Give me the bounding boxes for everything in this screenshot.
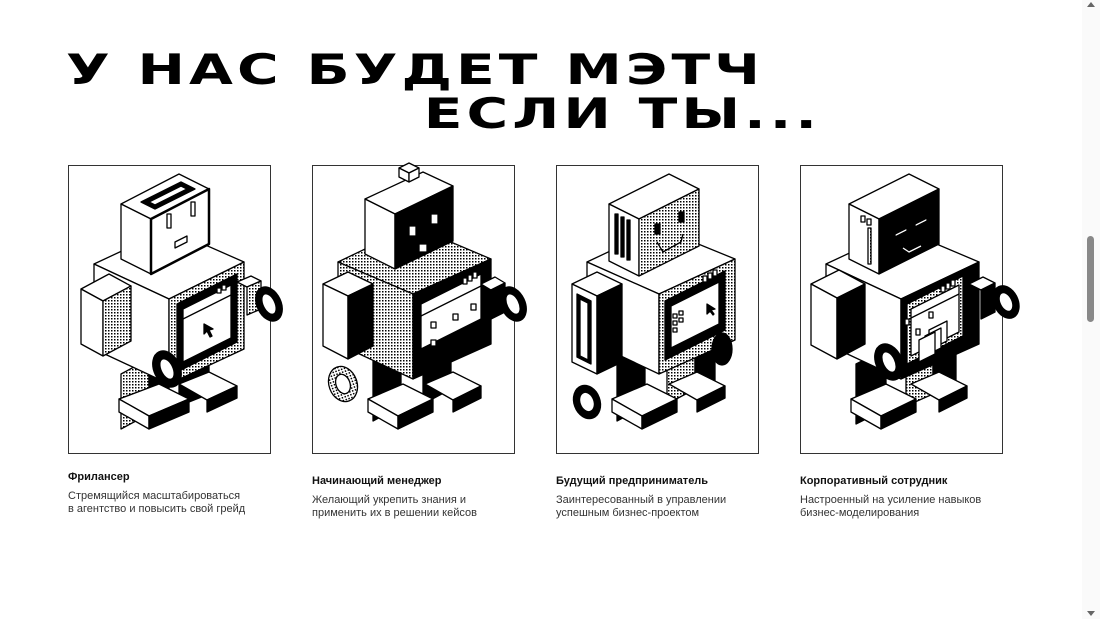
card-title: Корпоративный сотрудник xyxy=(800,475,948,487)
robot-entrepreneur-icon xyxy=(571,173,736,430)
robot-corporate-icon xyxy=(810,173,1020,430)
card-description: Настроенный на усиление навыков бизнес-м… xyxy=(800,494,1030,520)
card-title: Будущий предприниматель xyxy=(556,475,709,487)
card-description: Желающий укрепить знания и применить их … xyxy=(312,494,542,520)
card-description-line-1: Заинтересованный в управлении xyxy=(556,494,727,506)
card-description-line-2: в агентство и повысить свой грейд xyxy=(68,503,246,515)
card-description: Заинтересованный в управлении успешным б… xyxy=(556,494,786,520)
persona-card-freelancer: Фрилансер Стремящийся масштабироваться в… xyxy=(68,165,283,515)
scrollbar-thumb[interactable] xyxy=(1087,236,1094,322)
card-title: Фрилансер xyxy=(68,471,130,483)
vertical-scrollbar[interactable] xyxy=(1082,0,1100,619)
illustration-frame xyxy=(312,162,527,454)
illustration-frame xyxy=(556,165,759,454)
card-description-line-1: Стремящийся масштабироваться xyxy=(68,490,241,502)
headline-line-2: ЕСЛИ ТЫ... xyxy=(423,89,821,138)
scroll-up-arrow-icon[interactable] xyxy=(1087,2,1095,7)
illustration-frame xyxy=(68,165,283,454)
robot-freelancer-icon xyxy=(80,173,283,430)
page-headline: У НАС БУДЕТ МЭТЧ ЕСЛИ ТЫ... xyxy=(66,48,821,136)
card-description-line-2: успешным бизнес-проектом xyxy=(556,507,700,519)
illustration-frame xyxy=(800,165,1020,454)
robot-manager-icon xyxy=(322,162,527,430)
persona-card-manager: Начинающий менеджер Желающий укрепить зн… xyxy=(312,162,527,519)
card-description-line-1: Желающий укрепить знания и xyxy=(312,494,467,506)
card-description-line-1: Настроенный на усиление навыков xyxy=(800,494,982,506)
headline-line-1: У НАС БУДЕТ МЭТЧ xyxy=(66,45,765,94)
persona-card-entrepreneur: Будущий предприниматель Заинтересованный… xyxy=(556,165,759,519)
card-description-line-2: бизнес-моделирования xyxy=(800,507,920,519)
persona-card-corporate: Корпоративный сотрудник Настроенный на у… xyxy=(800,165,1020,519)
card-description-line-2: применить их в решении кейсов xyxy=(312,507,477,519)
card-description: Стремящийся масштабироваться в агентство… xyxy=(68,490,298,516)
card-title: Начинающий менеджер xyxy=(312,475,442,487)
scroll-down-arrow-icon[interactable] xyxy=(1087,611,1095,616)
